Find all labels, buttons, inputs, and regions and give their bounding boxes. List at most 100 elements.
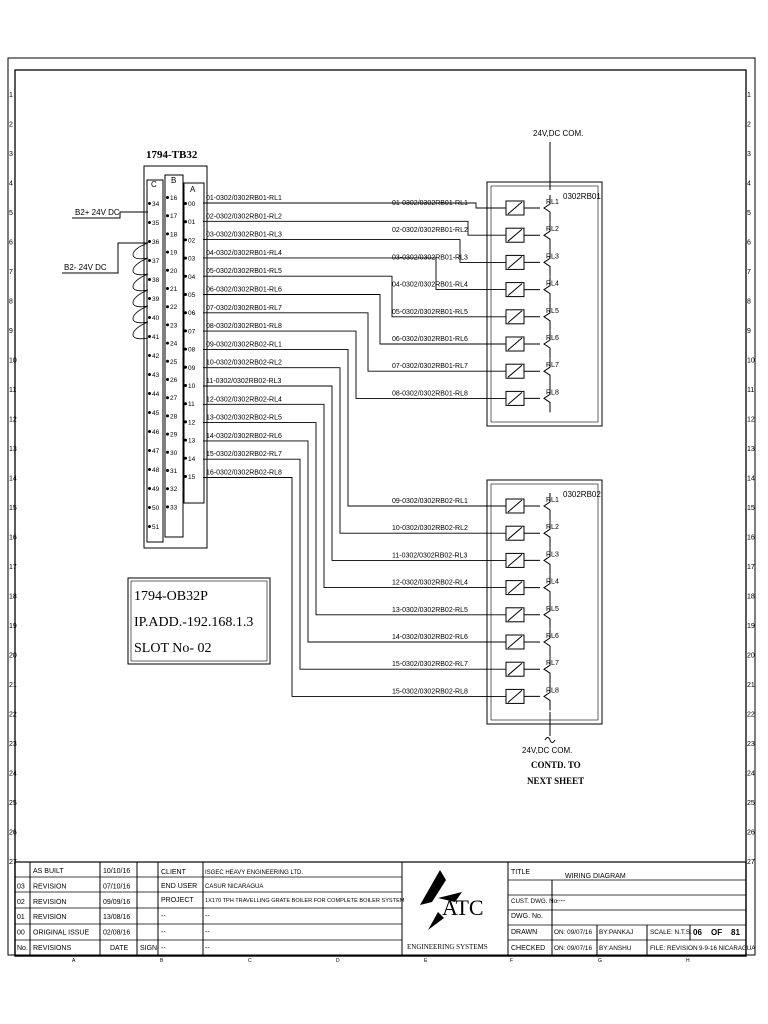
- supply-pos-label: B2+ 24V DC: [75, 208, 120, 217]
- relay-contact-icon: [524, 656, 551, 684]
- zone-row-right: 5: [747, 210, 751, 217]
- outer-border: [7, 57, 756, 956]
- module-model: 1794-OB32P: [134, 589, 208, 604]
- tb-terminal-c: 42: [152, 353, 160, 360]
- tb-terminal-a: 09: [188, 365, 196, 372]
- relay-tag: RL1: [546, 497, 559, 504]
- rev-no: 02: [17, 899, 25, 906]
- tb-terminal-c: 50: [152, 505, 160, 512]
- zone-col-letter: A: [72, 958, 76, 964]
- supply-neg-label: B2- 24V DC: [64, 263, 107, 272]
- tb-terminal-a-dot: [184, 475, 187, 478]
- zone-row-right: 10: [747, 358, 755, 365]
- tb-terminal-b-dot: [166, 196, 169, 199]
- file-value: 9-9-16 NICARAGUA: [699, 945, 756, 952]
- tb-terminal-b: 20: [170, 268, 178, 275]
- tb-terminal-c: 45: [152, 410, 160, 417]
- tb-terminal-c-dot: [148, 297, 151, 300]
- rev-date: 10/10/16: [103, 868, 130, 875]
- sheet-total: 81: [731, 928, 740, 937]
- tb-terminal-a-dot: [184, 293, 187, 296]
- relay-contact-icon: [524, 601, 551, 629]
- zone-row-left: 20: [9, 653, 17, 660]
- relay-tag: RL8: [546, 389, 559, 396]
- tb-col-b: [164, 174, 184, 538]
- tb-terminal-b-dot: [166, 323, 169, 327]
- tb-terminal-c-dot: [148, 449, 151, 452]
- zone-row-left: 22: [9, 712, 17, 719]
- relay-wire-label: 15-0302/0302RB02-RL8: [392, 688, 468, 695]
- routing-wire: [203, 422, 506, 616]
- project-label: PROJECT: [161, 897, 194, 904]
- zone-row-right: 6: [747, 240, 751, 247]
- zone-row-right: 25: [747, 800, 755, 807]
- checked-on: ON: 09/07/16: [554, 945, 592, 952]
- routing-wire: [203, 312, 506, 372]
- left-wire-label: 15-0302/0302RB02-RL7: [206, 451, 282, 458]
- zone-row-left: 10: [9, 358, 17, 365]
- relay-wire-label: 13-0302/0302RB02-RL5: [392, 607, 468, 614]
- zone-col-letter: E: [424, 958, 428, 964]
- tb-terminal-b-dot: [166, 214, 169, 218]
- tb-terminal-b-dot: [166, 287, 169, 290]
- zone-row-right: 18: [747, 594, 755, 601]
- rev-hdr-no: No.: [17, 945, 28, 952]
- tb-terminal-c: 34: [152, 201, 160, 208]
- routing-wire: [203, 275, 506, 318]
- zone-row-left: 15: [9, 505, 17, 512]
- tb-terminal-c: 40: [152, 315, 160, 322]
- zone-row-left: 5: [9, 210, 13, 217]
- relay-tag: RL4: [546, 579, 559, 586]
- relay-tag: RL6: [546, 633, 559, 640]
- relay-coil-slash: [507, 608, 523, 622]
- relay-coil-slash: [507, 526, 523, 540]
- routing-wire: [203, 367, 506, 534]
- tb-terminal-b-dot: [166, 305, 169, 309]
- tb-terminal-a: 10: [188, 383, 196, 390]
- left-wire-label: 06-0302/0302RB01-RL6: [206, 287, 282, 294]
- tb-terminal-b-dot: [166, 450, 169, 454]
- rev-hdr-desc: REVISIONS: [33, 945, 71, 952]
- blank-lbl-3: --: [161, 945, 166, 952]
- tb-terminal-c-dot: [148, 506, 151, 509]
- com-bottom-label: 24V,DC COM.: [522, 746, 572, 755]
- title-value: WIRING DIAGRAM: [565, 873, 626, 880]
- relay-contact-icon: [524, 683, 551, 711]
- relay-tag: RL4: [546, 281, 559, 288]
- rev-date: 13/08/16: [103, 914, 130, 921]
- zone-col-letter: D: [336, 958, 340, 964]
- rev-hdr-date: DATE: [110, 945, 128, 952]
- left-wire-label: 08-0302/0302RB01-RL8: [206, 323, 282, 330]
- relay-tag: RL3: [546, 253, 559, 260]
- tb-terminal-a-dot: [184, 384, 187, 387]
- relay-contact-icon: [524, 547, 551, 575]
- module-ip: IP.ADD.-192.168.1.3: [134, 615, 253, 630]
- relay-coil-slash: [507, 337, 523, 351]
- relay-tag: RL2: [546, 226, 559, 233]
- tb-terminal-c: 46: [152, 429, 160, 436]
- zone-col-letter: G: [598, 958, 602, 964]
- relay-tag: RL1: [546, 199, 559, 206]
- tb-outline: [143, 165, 208, 549]
- zone-row-right: 1: [747, 92, 751, 99]
- relay-coil-slash: [507, 392, 523, 405]
- zone-row-right: 4: [747, 181, 751, 188]
- tb-terminal-a: 14: [188, 456, 196, 463]
- zone-row-right: 9: [747, 328, 751, 335]
- title-label: TITLE: [511, 869, 530, 876]
- zone-row-left: 23: [9, 741, 17, 748]
- tb-terminal-c-dot: [148, 278, 151, 281]
- drawn-by: BY:PANKAJ: [599, 929, 633, 936]
- relay-wire-label: 04-0302/0302RB01-RL4: [392, 282, 468, 289]
- tb-terminal-a-dot: [184, 220, 187, 224]
- blank-lbl-2: --: [161, 929, 166, 936]
- zone-row-right: 21: [747, 682, 755, 689]
- left-wire-label: 05-0302/0302RB01-RL5: [206, 268, 282, 275]
- rev-desc: ORIGINAL ISSUE: [33, 930, 89, 937]
- tb-terminal-c: 43: [152, 372, 160, 379]
- custdwg-label: CUST. DWG. No.: [511, 898, 559, 905]
